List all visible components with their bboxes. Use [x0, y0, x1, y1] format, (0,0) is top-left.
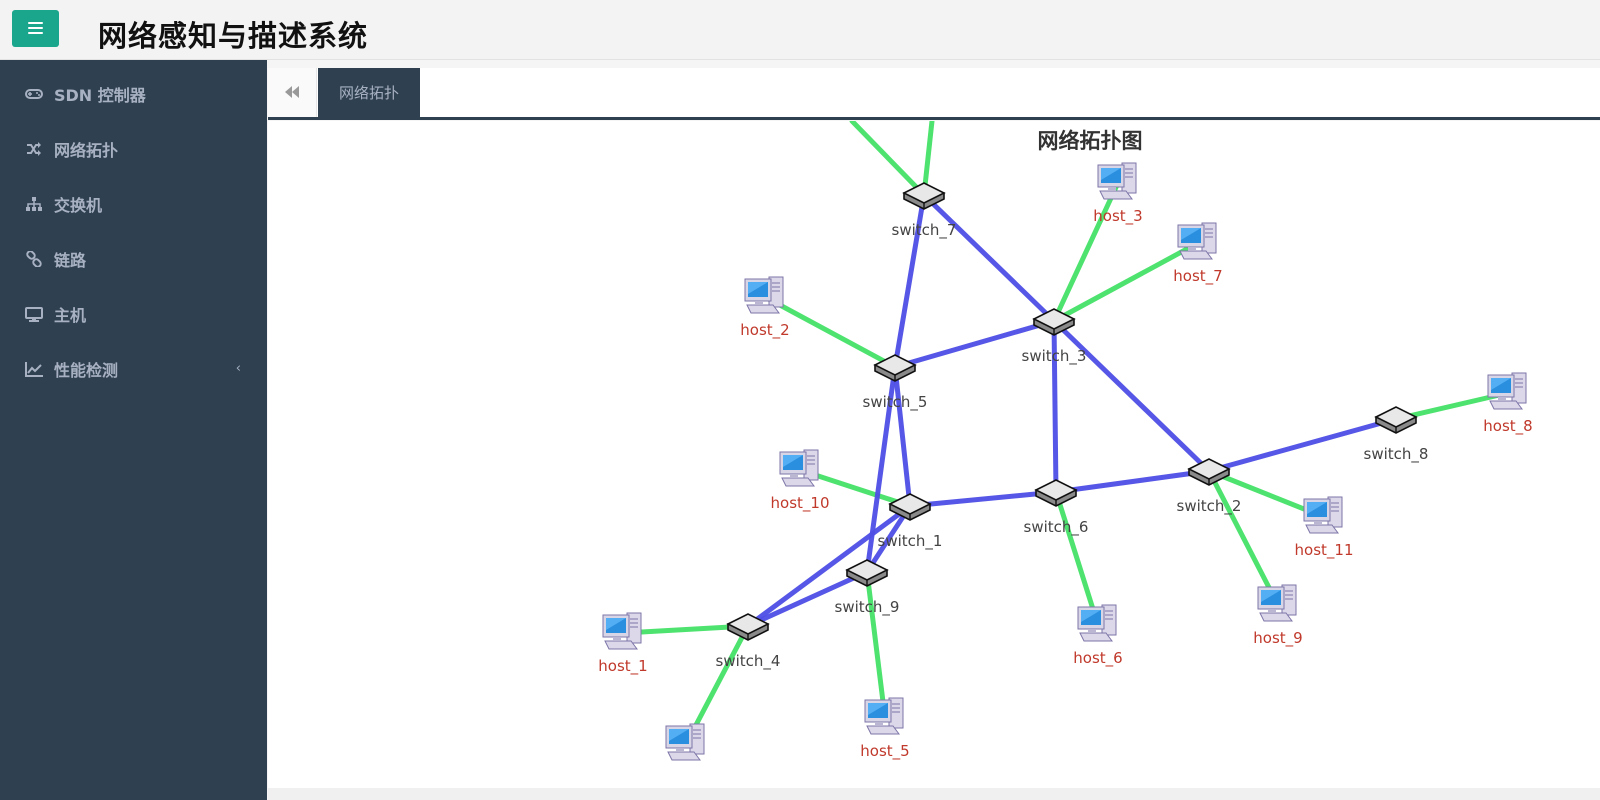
switch-label: switch_1 [878, 532, 943, 551]
host-icon[interactable] [744, 276, 784, 314]
host-icon[interactable] [1257, 584, 1297, 622]
switch-link [892, 192, 927, 370]
sidebar-item-label: 主机 [54, 306, 87, 325]
switch-label: switch_2 [1177, 497, 1242, 516]
switch-node[interactable] [846, 559, 888, 587]
host-icon[interactable] [602, 612, 642, 650]
host-link [1051, 180, 1121, 324]
switch-node[interactable] [1375, 406, 1417, 434]
host-label: host_2 [740, 321, 789, 340]
switch-label: switch_5 [863, 393, 928, 412]
sidebar-item-hosts[interactable]: 主机 [0, 289, 267, 339]
switch-label: switch_3 [1022, 347, 1087, 366]
host-label: host_3 [1093, 207, 1142, 226]
sidebar-item-label: 链路 [54, 251, 87, 270]
host-link-offscreen [849, 121, 927, 198]
host-label: host_7 [1173, 267, 1222, 286]
topology-panel: switch_1 switch_2 switch_3 switch_4 switch_5… [268, 121, 1600, 788]
switch-link [892, 318, 1057, 370]
host-icon[interactable] [779, 449, 819, 487]
host-link [864, 569, 888, 721]
switch-label: switch_8 [1364, 445, 1429, 464]
host-link [1051, 240, 1201, 324]
switch-label: switch_9 [835, 598, 900, 617]
sidebar-item-network-topology[interactable]: 网络拓扑 [0, 124, 267, 174]
tab-network-topology[interactable]: 网络拓扑 [318, 68, 420, 117]
switch-link [1206, 416, 1399, 474]
host-label: host_11 [1295, 541, 1354, 560]
host-icon[interactable] [1303, 496, 1343, 534]
host-link [1206, 468, 1281, 608]
topology-graph: switch_1 switch_2 switch_3 switch_4 switch_5… [598, 121, 1533, 761]
host-icon[interactable] [1487, 372, 1527, 410]
host-icon[interactable] [864, 697, 904, 735]
shuffle-icon [24, 141, 44, 157]
switch-link [1053, 468, 1212, 495]
tab-scroll-left-button[interactable] [268, 68, 317, 117]
switch-label: switch_7 [892, 221, 957, 240]
sitemap-icon [24, 196, 44, 212]
switch-link [907, 489, 1059, 509]
app-title: 网络感知与描述系统 [98, 19, 369, 53]
desktop-icon [24, 306, 44, 322]
switch-link [921, 192, 1057, 324]
sidebar: SDN 控制器 网络拓扑 交换机 链路 主机 性能检测 ‹ [0, 60, 267, 800]
host-label: host_8 [1483, 417, 1532, 436]
switch-link [1051, 318, 1212, 474]
host-icon[interactable] [1097, 162, 1137, 200]
host-label: host_5 [860, 742, 909, 761]
switch-link [1051, 318, 1059, 495]
double-left-arrow-icon [285, 83, 299, 102]
host-link [620, 623, 751, 636]
host-label: host_1 [598, 657, 647, 676]
host-icon[interactable] [1077, 604, 1117, 642]
sidebar-item-switches[interactable]: 交换机 [0, 179, 267, 229]
host-icon[interactable] [665, 723, 705, 761]
switch-link [892, 364, 913, 509]
sidebar-item-label: SDN 控制器 [54, 86, 146, 105]
switch-label: switch_6 [1024, 518, 1089, 537]
host-label: host_10 [771, 494, 830, 513]
sidebar-item-performance[interactable]: 性能检测 ‹ [0, 344, 267, 394]
line-chart-icon [24, 361, 44, 377]
bottom-strip [268, 788, 1600, 800]
host-link [1053, 489, 1101, 628]
host-icon[interactable] [1177, 222, 1217, 260]
hamburger-menu-button[interactable] [12, 10, 59, 47]
topology-title: 网络拓扑图 [1037, 129, 1143, 153]
sidebar-item-sdn-controller[interactable]: SDN 控制器 [0, 69, 267, 119]
host-link-offscreen [921, 121, 935, 198]
switch-link [745, 569, 870, 629]
gamepad-icon [24, 86, 44, 102]
tab-bar: 网络拓扑 [268, 68, 1600, 120]
switch-node[interactable] [1035, 479, 1077, 507]
hamburger-icon [28, 22, 43, 24]
chevron-left-icon: ‹ [235, 361, 241, 376]
sidebar-item-label: 性能检测 [54, 361, 119, 380]
top-navbar: 网络感知与描述系统 [0, 0, 1600, 60]
switch-label: switch_4 [716, 652, 781, 671]
host-label: host_6 [1073, 649, 1122, 668]
sidebar-item-label: 网络拓扑 [54, 141, 119, 160]
host-label: host_9 [1253, 629, 1302, 648]
sidebar-item-links[interactable]: 链路 [0, 234, 267, 284]
host-link [762, 294, 898, 370]
switch-node[interactable] [1188, 458, 1230, 486]
link-icon [24, 251, 44, 267]
sidebar-item-label: 交换机 [54, 196, 103, 215]
switch-link [745, 503, 913, 629]
switch-link [864, 364, 898, 575]
